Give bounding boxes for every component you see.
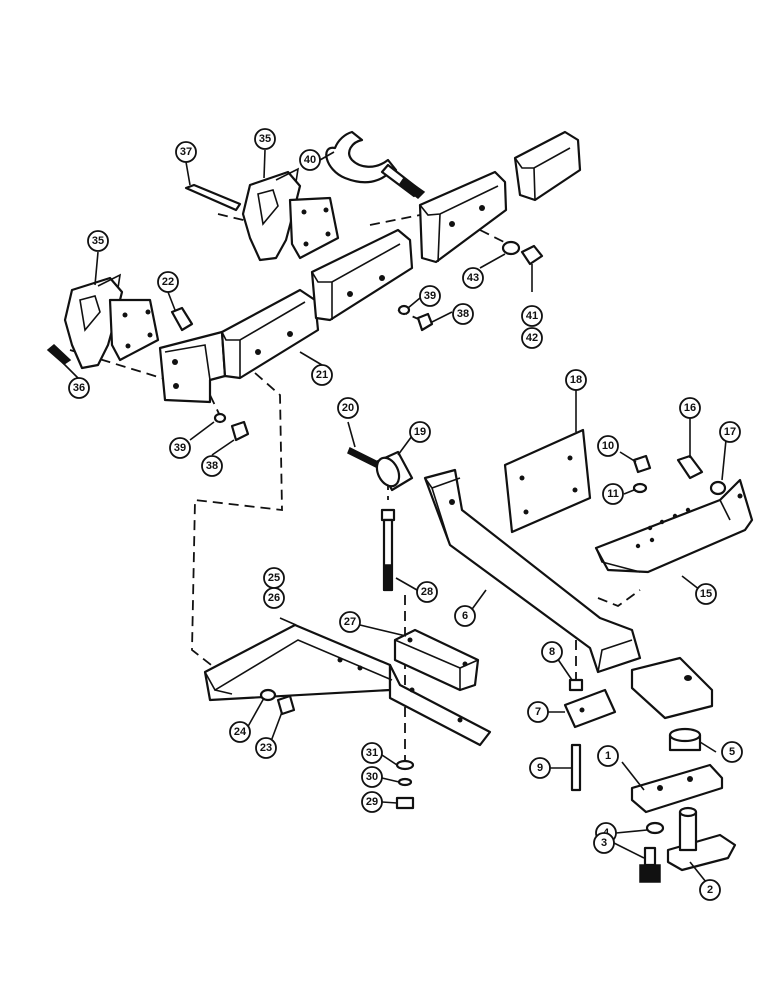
hitch-jaw-35-left [63,273,160,370]
channel-rail-21 [158,130,582,404]
callout-28: 28 [416,581,438,603]
callout-10: 10 [597,435,619,457]
callout-label: 8 [549,646,555,658]
callout-label: 40 [304,154,316,166]
hitch-jaw-35-right [241,167,340,262]
callout-label: 9 [537,762,543,774]
bolt-28 [380,508,396,592]
callout-35-right: 35 [254,128,276,150]
callout-label: 35 [92,235,104,247]
callout-16: 16 [679,397,701,419]
bushing-19 [374,450,414,492]
plate-1 [630,763,724,814]
callout-label: 17 [724,426,736,438]
drawbar-6 [423,468,642,674]
pin-20 [347,446,379,469]
callout-label: 20 [342,402,354,414]
callout-label: 11 [607,488,619,500]
callout-label: 28 [421,586,433,598]
callout-24: 24 [229,721,251,743]
callout-label: 23 [260,742,272,754]
callout-17: 17 [719,421,741,443]
callout-label: 42 [526,332,538,344]
callout-label: 29 [366,796,378,808]
callout-7: 7 [527,701,549,723]
callout-label: 18 [570,374,582,386]
callout-label: 41 [526,310,538,322]
angle-bracket-25-26 [203,623,492,747]
callout-39-top: 39 [419,285,441,307]
callout-label: 35 [259,133,271,145]
callout-label: 15 [700,588,712,600]
callout-label: 22 [162,276,174,288]
callout-label: 39 [424,290,436,302]
bushing-5 [668,727,702,752]
callout-39-bottom: 39 [169,437,191,459]
callout-label: 5 [729,746,735,758]
callout-label: 19 [414,426,426,438]
callout-8: 8 [541,641,563,663]
bracket-15 [594,478,754,574]
callout-label: 27 [344,616,356,628]
callout-37: 37 [175,141,197,163]
callout-41: 41 [521,305,543,327]
hook-40 [325,130,426,199]
callout-15: 15 [695,583,717,605]
callout-label: 21 [316,369,328,381]
callout-26: 26 [263,587,285,609]
callout-label: 38 [206,460,218,472]
callout-25: 25 [263,567,285,589]
leader-lines [61,149,727,883]
latch-pin-2 [666,806,737,872]
callout-40: 40 [299,149,321,171]
callout-42: 42 [521,327,543,349]
callout-43: 43 [462,267,484,289]
callout-label: 16 [684,402,696,414]
callout-22: 22 [157,271,179,293]
callout-label: 25 [268,572,280,584]
callout-30: 30 [361,766,383,788]
callout-27: 27 [339,611,361,633]
callout-label: 43 [467,272,479,284]
callout-31: 31 [361,742,383,764]
callout-label: 36 [73,382,85,394]
callout-38-bottom: 38 [201,455,223,477]
callout-label: 37 [180,146,192,158]
callout-label: 7 [535,706,541,718]
callout-label: 39 [174,442,186,454]
callout-38-top: 38 [452,303,474,325]
callout-label: 24 [234,726,247,738]
callout-20: 20 [337,397,359,419]
block-27 [393,628,480,692]
callout-3: 3 [593,832,615,854]
callout-23: 23 [255,737,277,759]
callout-21: 21 [311,364,333,386]
callout-19: 19 [409,421,431,443]
callout-18: 18 [565,369,587,391]
plate-18 [503,428,592,534]
callout-label: 2 [707,884,713,896]
callout-36: 36 [68,377,90,399]
callout-35-left: 35 [87,230,109,252]
callout-label: 30 [366,771,378,783]
callout-6: 6 [454,605,476,627]
callout-11: 11 [602,483,624,505]
callout-5: 5 [721,741,743,763]
callout-2: 2 [699,879,721,901]
callout-label: 3 [601,837,607,849]
plate-7 [563,688,617,729]
callout-label: 10 [602,440,614,452]
callout-label: 6 [462,610,468,622]
drawbar-end-block [630,656,714,720]
callout-9: 9 [529,757,551,779]
callout-label: 38 [457,308,469,320]
callout-29: 29 [361,791,383,813]
callout-label: 26 [268,592,280,604]
callout-1: 1 [597,745,619,767]
callout-label: 31 [366,747,378,759]
callout-label: 1 [605,750,611,762]
